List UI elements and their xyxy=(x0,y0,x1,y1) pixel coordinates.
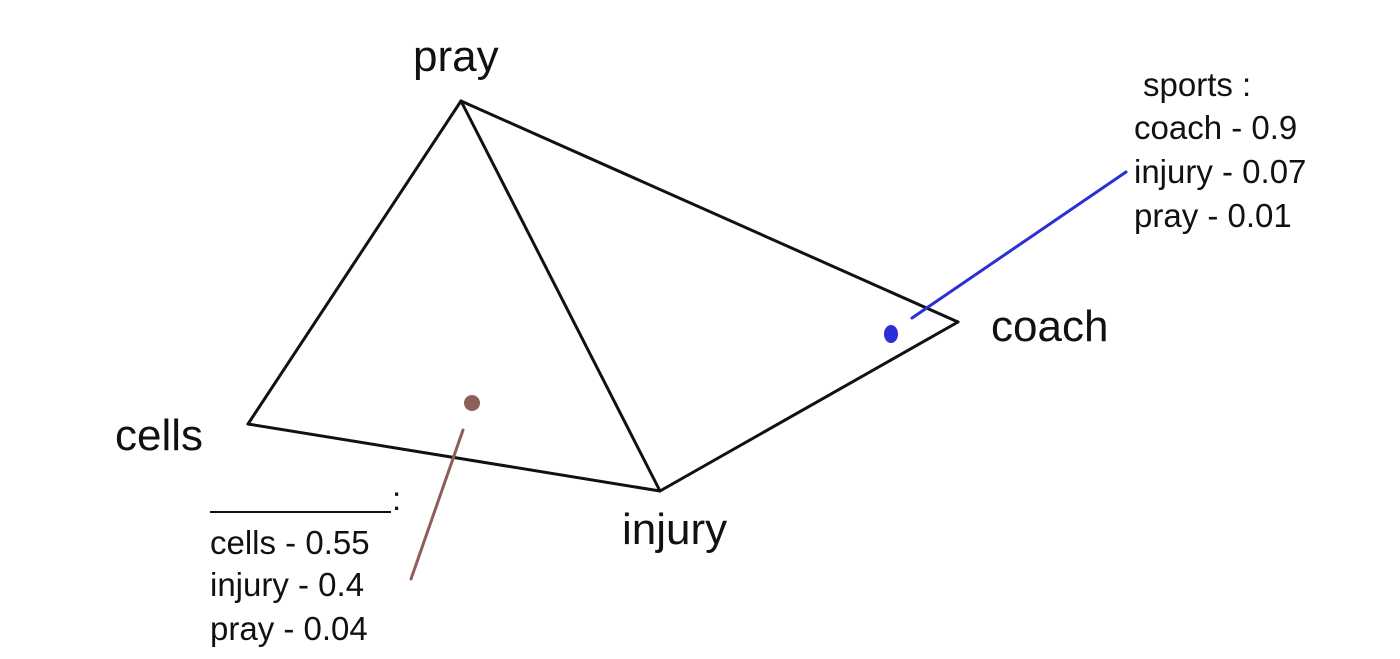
brown-point xyxy=(464,395,480,411)
blue-annotation-line-3: pray - 0.01 xyxy=(1134,197,1292,234)
edge-pray-coach xyxy=(459,99,960,324)
blue-point xyxy=(884,325,898,343)
brown-annotation-line-1: cells - 0.55 xyxy=(210,524,370,561)
brown-pointer-line xyxy=(409,428,465,581)
brown-annotation-colon: : xyxy=(392,480,402,517)
blue-pointer-line xyxy=(910,170,1128,320)
brown-annotation-line-2: injury - 0.4 xyxy=(210,566,365,603)
edge-pray-injury xyxy=(459,99,662,493)
vertex-label-coach: coach xyxy=(991,302,1109,351)
blue-annotation-line-2: injury - 0.07 xyxy=(1134,153,1307,190)
vertex-label-pray: pray xyxy=(413,32,499,81)
edge-pray-cells xyxy=(246,99,463,426)
blue-annotation-line-1: coach - 0.9 xyxy=(1134,109,1298,146)
simplex-edges xyxy=(246,99,960,493)
brown-annotation-line-3: pray - 0.04 xyxy=(210,610,368,647)
blue-annotation-title: sports : xyxy=(1143,66,1252,103)
edge-injury-coach xyxy=(658,320,960,493)
vertex-label-injury: injury xyxy=(622,505,728,554)
vertex-label-cells: cells xyxy=(115,411,204,460)
